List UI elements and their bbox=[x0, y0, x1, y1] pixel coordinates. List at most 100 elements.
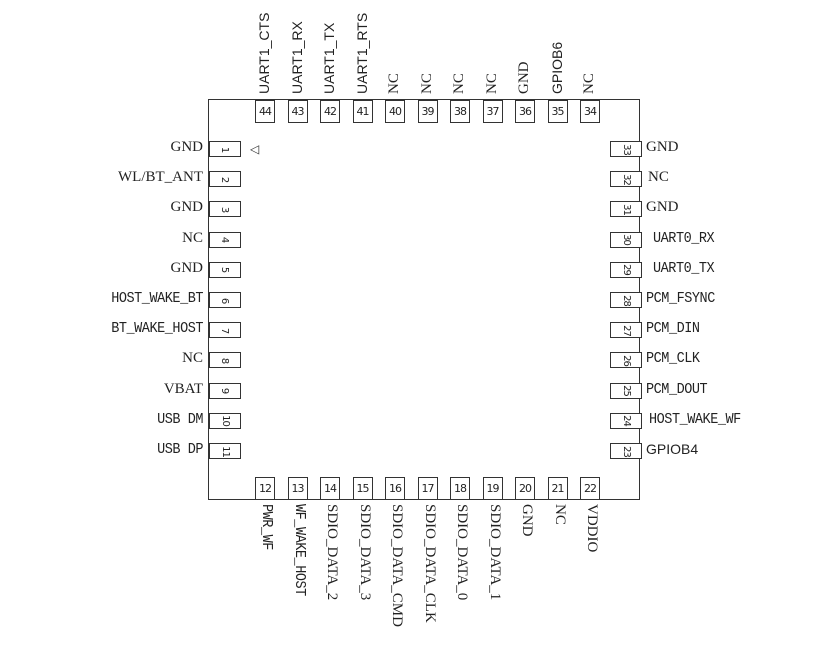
pin-number: 30 bbox=[620, 234, 632, 245]
pin-label-5: GND bbox=[170, 259, 204, 276]
pin-label-33: GND bbox=[646, 139, 679, 155]
pin-pad-34: 34 bbox=[580, 100, 600, 123]
pin-label-20: GND bbox=[519, 504, 535, 537]
pin1-triangle-icon: ◁ bbox=[250, 142, 260, 156]
pin-pad-14: 14 bbox=[320, 477, 340, 500]
pin-number: 11 bbox=[219, 445, 231, 457]
pin-label-9: VBAT bbox=[163, 380, 203, 397]
pin-pad-20: 20 bbox=[515, 477, 535, 500]
pin-pad-37: 37 bbox=[482, 100, 503, 123]
pin-label-30: UART0_RX bbox=[653, 229, 715, 247]
pin-pad-11: 11 bbox=[209, 443, 241, 459]
pin-pad-15: 15 bbox=[352, 477, 373, 500]
pin-pad-12: 12 bbox=[255, 477, 275, 500]
pin-label-37: NC bbox=[483, 73, 500, 94]
pin-label-4: NC bbox=[182, 229, 203, 246]
pin-number: 10 bbox=[219, 415, 231, 427]
pin-pad-25: 25 bbox=[610, 382, 642, 399]
pin-label-17: SDIO_DATA_CLK bbox=[421, 504, 438, 623]
pin-label-2: WL/BT_ANT bbox=[118, 169, 203, 186]
pin-number: 6 bbox=[219, 297, 231, 303]
pin-pad-10: 10 bbox=[209, 412, 241, 429]
pin-number: 31 bbox=[620, 204, 632, 215]
pin-label-31: GND bbox=[646, 199, 679, 216]
pin-pad-35: 35 bbox=[547, 100, 568, 123]
pin-number: 27 bbox=[620, 324, 632, 336]
pin-number: 29 bbox=[620, 264, 632, 276]
pin-pad-40: 40 bbox=[385, 100, 405, 123]
pin-label-12: PWR_WF bbox=[258, 504, 275, 550]
pin-label-32: NC bbox=[648, 169, 669, 186]
pin-label-34: NC bbox=[581, 73, 597, 94]
pin-number: 33 bbox=[620, 143, 632, 155]
pin-pad-18: 18 bbox=[450, 477, 470, 500]
pin-number: 28 bbox=[620, 294, 632, 306]
pin-pad-4: 4 bbox=[209, 231, 241, 248]
pin-label-24: HOST_WAKE_WF bbox=[649, 410, 741, 428]
pin-label-18: SDIO_DATA_0 bbox=[454, 504, 470, 601]
pin-label-16: SDIO_DATA_CMD bbox=[389, 504, 405, 627]
pin-pad-6: 6 bbox=[209, 292, 241, 308]
pin-label-25: PCM_DOUT bbox=[646, 380, 708, 398]
pin-label-21: NC bbox=[551, 504, 568, 525]
pin-label-41: UART1_RTS bbox=[353, 12, 370, 94]
pin-pad-24: 24 bbox=[610, 412, 642, 429]
pin-number: 1 bbox=[219, 146, 231, 152]
pin-number: 8 bbox=[219, 357, 231, 364]
pin-number: 26 bbox=[620, 355, 632, 366]
pin-pad-21: 21 bbox=[547, 477, 568, 500]
pin-label-44: UART1_CTS bbox=[256, 12, 272, 94]
pin-pad-17: 17 bbox=[417, 477, 438, 500]
pin-label-39: NC bbox=[418, 73, 435, 94]
pin-label-3: GND bbox=[170, 199, 204, 216]
pin-pad-26: 26 bbox=[610, 352, 642, 369]
pin-label-7: BT_WAKE_HOST bbox=[111, 320, 203, 338]
pin-number: 23 bbox=[620, 445, 632, 457]
pin-pad-29: 29 bbox=[610, 261, 642, 278]
pin-label-28: PCM_FSYNC bbox=[646, 290, 715, 307]
pin-label-42: UART1_TX bbox=[321, 22, 337, 94]
pin-pad-2: 2 bbox=[209, 171, 241, 188]
pin-number: 32 bbox=[620, 173, 632, 185]
pin-number: 7 bbox=[219, 327, 231, 333]
pin-label-15: SDIO_DATA_3 bbox=[356, 504, 373, 601]
pin-pad-44: 44 bbox=[255, 100, 275, 123]
pin-label-35: GPIOB6 bbox=[548, 41, 565, 94]
pin-label-43: UART1_RX bbox=[288, 21, 305, 94]
pin-number: 4 bbox=[219, 236, 231, 243]
pin-pad-7: 7 bbox=[209, 322, 241, 339]
pin-pad-31: 31 bbox=[610, 201, 642, 218]
pin-pad-33: 33 bbox=[610, 141, 642, 157]
pin-number: 24 bbox=[620, 415, 632, 427]
pin-number: 5 bbox=[219, 267, 231, 273]
pin-pad-5: 5 bbox=[209, 261, 241, 278]
pin-number: 25 bbox=[620, 385, 632, 396]
pin-pad-36: 36 bbox=[515, 100, 535, 123]
pin-pad-27: 27 bbox=[610, 322, 642, 339]
chip-outline bbox=[208, 99, 640, 500]
pin-label-23: GPIOB4 bbox=[646, 441, 699, 457]
pin-pad-13: 13 bbox=[287, 477, 308, 500]
pin-pad-39: 39 bbox=[417, 100, 438, 123]
pin-pad-23: 23 bbox=[610, 443, 642, 459]
pin-pad-38: 38 bbox=[450, 100, 470, 123]
pin-label-27: PCM_DIN bbox=[646, 320, 700, 338]
pin-number: 3 bbox=[219, 206, 231, 213]
pin-pad-16: 16 bbox=[385, 477, 405, 500]
pin-number: 2 bbox=[219, 176, 231, 182]
pin-pad-19: 19 bbox=[482, 477, 503, 500]
pin-label-14: SDIO_DATA_2 bbox=[324, 504, 340, 601]
pin-label-29: UART0_TX bbox=[653, 259, 715, 277]
pin-pad-30: 30 bbox=[610, 231, 642, 248]
pin-pad-8: 8 bbox=[209, 352, 241, 369]
pin-pad-28: 28 bbox=[610, 292, 642, 308]
pin-label-19: SDIO_DATA_1 bbox=[486, 504, 503, 601]
pin-label-40: NC bbox=[386, 73, 402, 94]
pin-label-13: WF_WAKE_HOST bbox=[290, 504, 308, 596]
pin-pad-41: 41 bbox=[352, 100, 373, 123]
pin-label-10: USB DM bbox=[157, 410, 203, 428]
pin-pad-32: 32 bbox=[610, 171, 642, 188]
pin-pad-1: 1 bbox=[209, 141, 241, 157]
pin-label-26: PCM_CLK bbox=[646, 350, 700, 368]
